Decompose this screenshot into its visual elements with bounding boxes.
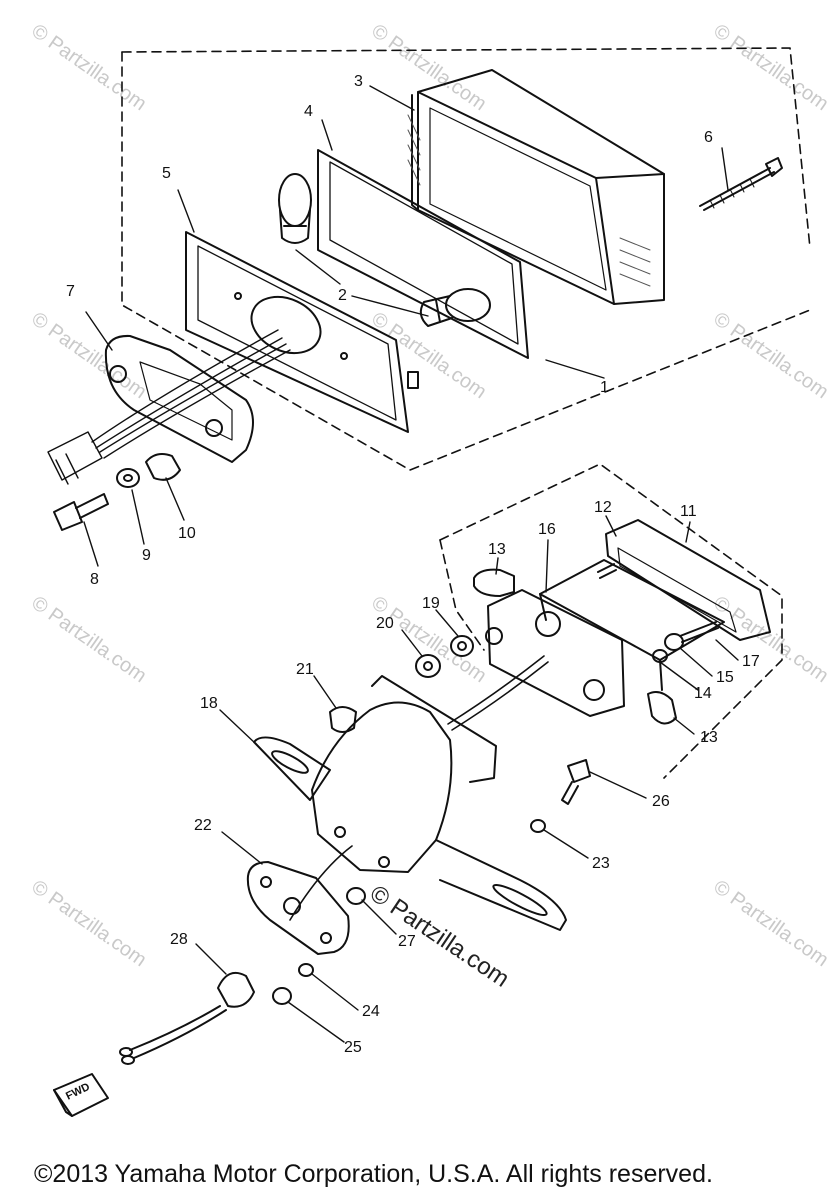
- mount-plate: [246, 861, 350, 955]
- callout-1: 1: [600, 379, 609, 396]
- callout-19: 19: [422, 595, 440, 612]
- callout-15: 15: [716, 669, 734, 686]
- screw: [597, 563, 617, 579]
- license-light-base: [485, 589, 625, 717]
- callout-26: 26: [652, 793, 670, 810]
- forward-arrow-icon: [53, 1073, 109, 1117]
- copyright-footer: ©2013 Yamaha Motor Corporation, U.S.A. A…: [34, 1160, 713, 1188]
- nut: [272, 987, 292, 1005]
- cap: [329, 706, 357, 733]
- screw: [652, 621, 719, 663]
- grommet: [450, 635, 474, 657]
- callout-6: 6: [704, 129, 713, 146]
- callout-4: 4: [304, 103, 313, 120]
- callout-labels: 1 2 3 4 5 6 7 8 9 10 11 12 13 13 14 15 1…: [66, 73, 760, 1056]
- leader-lines: [83, 85, 739, 1043]
- callout-12: 12: [594, 499, 612, 516]
- washer: [116, 468, 140, 488]
- bulb: [278, 173, 312, 244]
- bolt: [53, 493, 109, 531]
- lens-housing: [407, 69, 665, 305]
- callout-14: 14: [694, 685, 712, 702]
- callout-17: 17: [742, 653, 760, 670]
- callout-16: 16: [538, 521, 556, 538]
- gasket: [317, 149, 529, 359]
- callout-3: 3: [354, 73, 363, 90]
- callout-5: 5: [162, 165, 171, 182]
- callout-23: 23: [592, 855, 610, 872]
- callout-2: 2: [338, 287, 347, 304]
- license-light-lens: [605, 519, 771, 641]
- callout-28: 28: [170, 931, 188, 948]
- callout-25: 25: [344, 1039, 362, 1056]
- license-bulb: [647, 691, 677, 725]
- callout-7: 7: [66, 283, 75, 300]
- license-bulb: [473, 568, 515, 597]
- tail-light-assembly-outline: [121, 47, 811, 471]
- wiring-harness: [47, 329, 291, 485]
- callout-21: 21: [296, 661, 314, 678]
- callout-20: 20: [376, 615, 394, 632]
- license-light-assembly-outline: [439, 463, 783, 779]
- grommet: [119, 972, 255, 1065]
- callout-18: 18: [200, 695, 218, 712]
- callout-10: 10: [178, 525, 196, 542]
- callout-27: 27: [398, 933, 416, 950]
- grommet: [415, 654, 441, 678]
- wire: [289, 655, 549, 921]
- license-light-box: [539, 559, 725, 691]
- callout-24: 24: [362, 1003, 380, 1020]
- callout-11: 11: [680, 503, 697, 520]
- screw: [699, 157, 783, 211]
- washer: [298, 963, 314, 977]
- callout-9: 9: [142, 547, 151, 564]
- nut: [530, 819, 546, 833]
- license-bracket: [253, 675, 567, 931]
- grommet: [346, 887, 366, 905]
- callout-22: 22: [194, 817, 212, 834]
- callout-13a: 13: [488, 541, 506, 558]
- bolt: [561, 759, 591, 805]
- base-plate: [185, 231, 419, 433]
- collar: [145, 453, 181, 481]
- callout-13b: 13: [700, 729, 718, 746]
- callout-8: 8: [90, 571, 99, 588]
